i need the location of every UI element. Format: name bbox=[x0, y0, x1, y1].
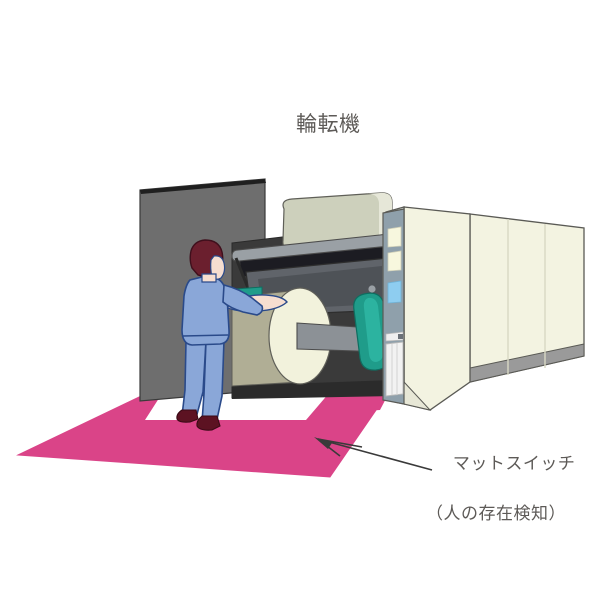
hood-indicator-1 bbox=[368, 285, 376, 293]
control-panel-door bbox=[385, 341, 404, 397]
worker-shoe-right bbox=[196, 415, 221, 431]
worker-waist-line bbox=[182, 334, 229, 337]
page-title: 輪転機 bbox=[296, 113, 361, 136]
mat-switch-callout-line2: （人の存在検知） bbox=[426, 504, 566, 523]
control-panel-screen bbox=[387, 280, 402, 304]
control-panel-button-1 bbox=[387, 226, 402, 248]
roll-support-arm-highlight bbox=[363, 297, 384, 362]
press-body-group bbox=[385, 206, 585, 411]
worker-arm bbox=[222, 283, 264, 316]
callout-arrow-group bbox=[314, 437, 433, 471]
hood-strut-left bbox=[234, 257, 250, 289]
worker-neck bbox=[201, 273, 217, 283]
callout-arrow-barb-1 bbox=[317, 438, 363, 448]
mat-switch-callout-line1: マットスイッチ bbox=[452, 454, 576, 473]
callout-arrow-head bbox=[314, 437, 332, 449]
control-panel-latch bbox=[398, 334, 403, 339]
paper-roll-axle bbox=[296, 322, 365, 352]
worker-shoe-left bbox=[176, 409, 199, 423]
control-panel-button-2 bbox=[387, 250, 402, 272]
mat-switch-callout-label: マットスイッチ （人の存在検知） bbox=[426, 426, 576, 576]
press-interior-floor-shadow bbox=[232, 380, 392, 399]
press-body-near bbox=[403, 206, 471, 411]
worker-figure-group bbox=[176, 239, 264, 431]
wall-panel-top-edge bbox=[140, 179, 266, 194]
control-panel-group[interactable] bbox=[382, 208, 405, 405]
callout-arrow-shaft bbox=[317, 438, 433, 471]
